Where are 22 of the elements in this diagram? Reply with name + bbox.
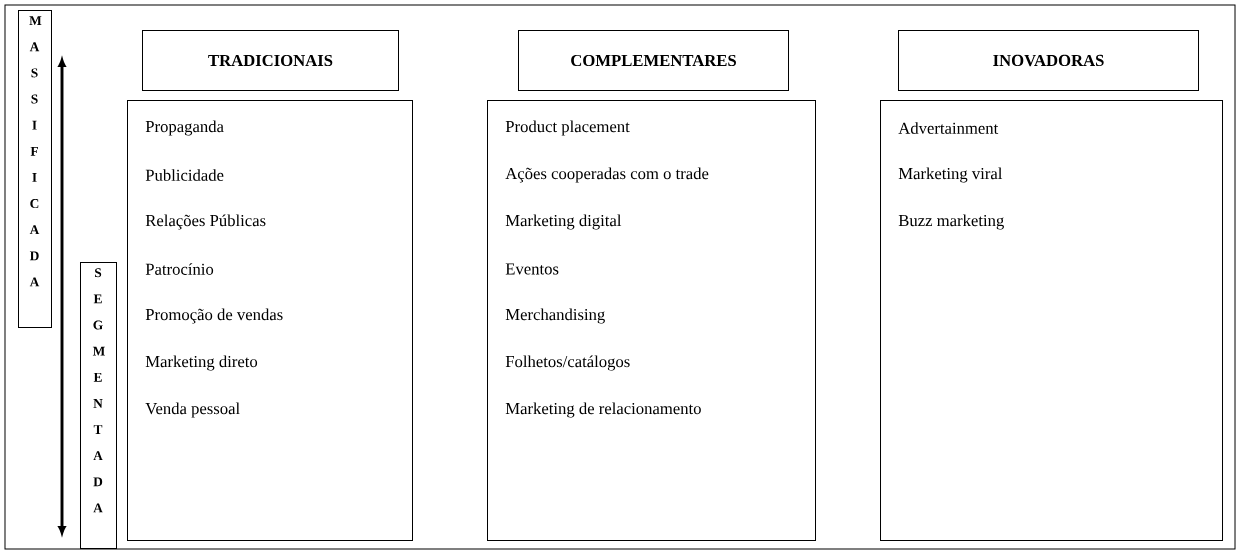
list-item: Venda pessoal xyxy=(145,402,240,418)
category-box: TRADICIONAIS xyxy=(142,30,399,91)
list-item: Promoção de vendas xyxy=(145,308,283,324)
list-item: Marketing de relacionamento xyxy=(505,402,701,418)
category-box: INOVADORAS xyxy=(898,30,1199,91)
list-item: Marketing direto xyxy=(145,355,258,371)
list-item: Folhetos/catálogos xyxy=(505,355,630,371)
list-item: Patrocínio xyxy=(145,263,214,275)
list-item: Marketing digital xyxy=(505,214,622,230)
list-item: Relações Públicas xyxy=(145,214,266,230)
vertical-label-box: MASSIFICADA xyxy=(18,10,52,328)
list-item: Merchandising xyxy=(505,308,605,324)
list-item: Propaganda xyxy=(145,120,224,136)
list-item: Product placement xyxy=(505,120,630,136)
list-item: Marketing viral xyxy=(898,167,1003,183)
category-box: COMPLEMENTARES xyxy=(518,30,789,91)
list-item: Publicidade xyxy=(145,169,224,181)
list-item: Buzz marketing xyxy=(898,214,1004,230)
vertical-label-box: SEGMENTADA xyxy=(80,262,117,549)
list-item: Advertainment xyxy=(898,122,999,134)
list-item: Ações cooperadas com o trade xyxy=(505,167,709,183)
list-item: Eventos xyxy=(505,263,559,275)
